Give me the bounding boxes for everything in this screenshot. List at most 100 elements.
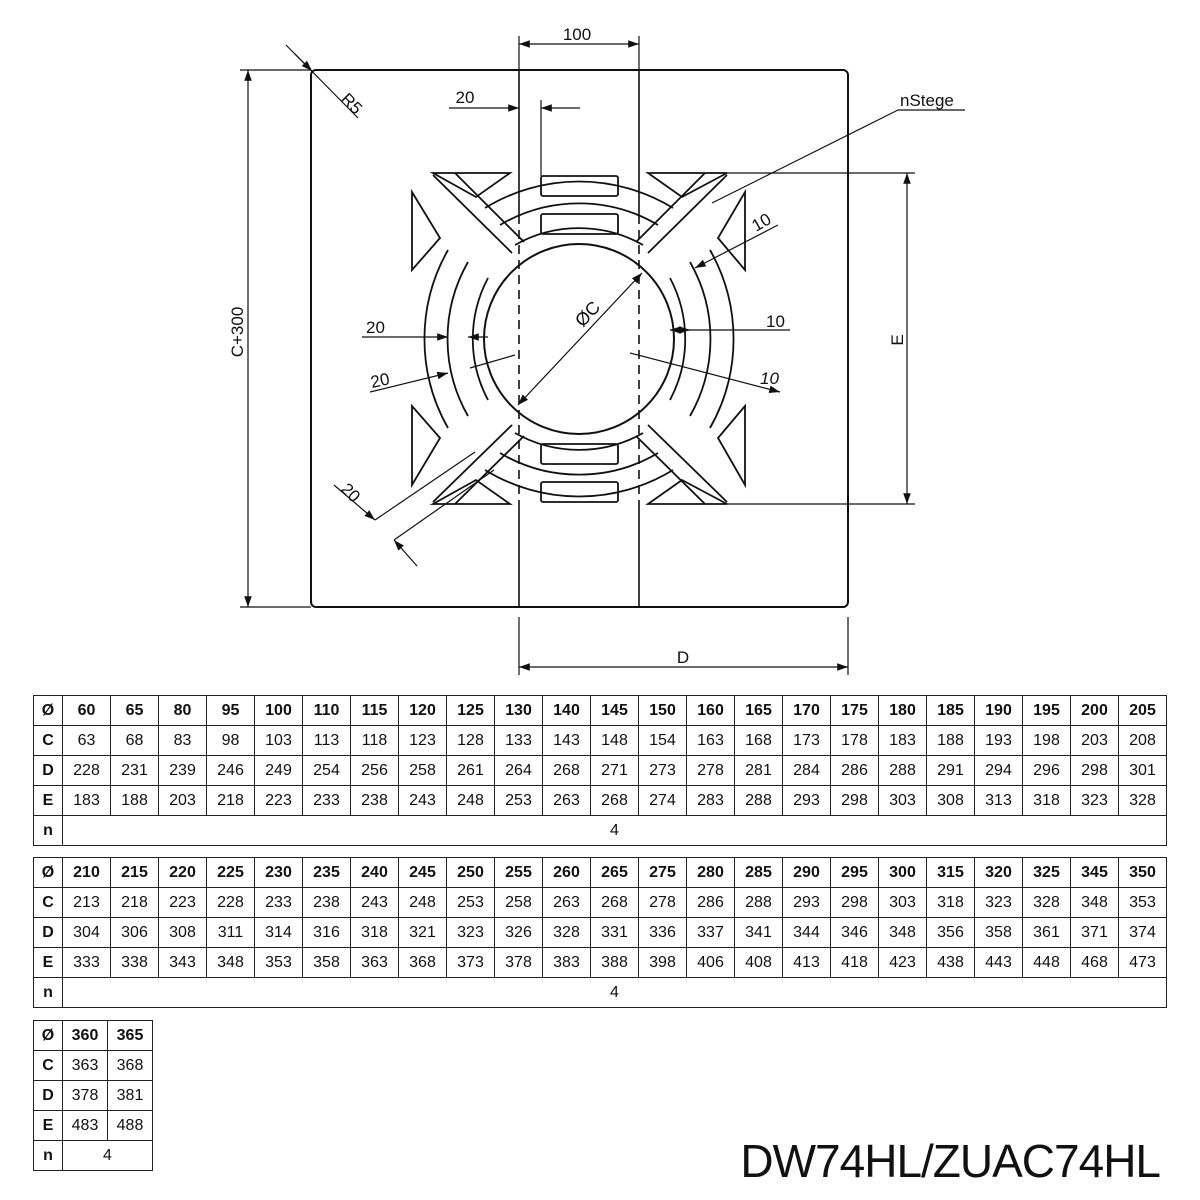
table-cell: 443	[974, 947, 1023, 978]
model-number: DW74HL/ZUAC74HL	[740, 1135, 1161, 1187]
table-cell: 371	[1070, 917, 1119, 948]
row-header: n	[33, 977, 63, 1008]
table-cell: 100	[254, 695, 303, 726]
dim-twenty-b: 20	[369, 369, 391, 392]
table-cell: 368	[107, 1050, 153, 1081]
table-cell: 345	[1070, 857, 1119, 888]
table-cell: 365	[107, 1020, 153, 1051]
table-cell: 258	[398, 755, 447, 786]
table-cell: 248	[446, 785, 495, 816]
table-cell: 285	[734, 857, 783, 888]
dim-diameter: ØC	[571, 297, 604, 330]
table-cell: 228	[206, 887, 255, 918]
table-cell: 288	[734, 887, 783, 918]
dim-ten-a: 10	[749, 210, 775, 236]
table-cell: 110	[302, 695, 351, 726]
table-cell: 308	[158, 917, 207, 948]
dim-twenty-a: 20	[366, 318, 385, 337]
table-cell: 301	[1118, 755, 1167, 786]
table-cell: 218	[110, 887, 159, 918]
table-cell: 120	[398, 695, 447, 726]
table-cell: 374	[1118, 917, 1167, 948]
table-cell: 203	[1070, 725, 1119, 756]
table-cell: 65	[110, 695, 159, 726]
table-cell: 268	[542, 755, 591, 786]
table-cell: 318	[926, 887, 975, 918]
table-cell: 163	[686, 725, 735, 756]
table-cell: 188	[926, 725, 975, 756]
table-cell: 218	[206, 785, 255, 816]
table-cell: 328	[1118, 785, 1167, 816]
table-cell: 304	[62, 917, 111, 948]
table-cell: 133	[494, 725, 543, 756]
table-cell: 358	[302, 947, 351, 978]
table-cell: 238	[302, 887, 351, 918]
table-cell: 4	[62, 815, 1167, 846]
table-cell: 473	[1118, 947, 1167, 978]
table-cell: 249	[254, 755, 303, 786]
table-cell: 261	[446, 755, 495, 786]
table-cell: 125	[446, 695, 495, 726]
table-cell: 408	[734, 947, 783, 978]
table-cell: 281	[734, 755, 783, 786]
table-cell: 256	[350, 755, 399, 786]
table-cell: 293	[782, 887, 831, 918]
table-cell: 103	[254, 725, 303, 756]
table-cell: 168	[734, 725, 783, 756]
row-header: E	[33, 947, 63, 978]
table-cell: 80	[158, 695, 207, 726]
table-cell: 258	[494, 887, 543, 918]
table-cell: 223	[254, 785, 303, 816]
row-header: n	[33, 1140, 63, 1171]
dim-radius: R5	[337, 89, 366, 118]
table-cell: 83	[158, 725, 207, 756]
table-cell: 321	[398, 917, 447, 948]
table-cell: 488	[107, 1110, 153, 1141]
plate-outline	[310, 69, 849, 608]
table-cell: 268	[590, 887, 639, 918]
table-cell: 353	[1118, 887, 1167, 918]
table-cell: 423	[878, 947, 927, 978]
central-hole	[483, 243, 675, 435]
dim-ten-c: 10	[760, 369, 779, 388]
dim-height: C+300	[228, 307, 247, 358]
table-cell: 296	[1022, 755, 1071, 786]
table-cell: 233	[302, 785, 351, 816]
table-cell: 278	[638, 887, 687, 918]
table-cell: 378	[494, 947, 543, 978]
table-cell: 195	[1022, 695, 1071, 726]
table-cell: 331	[590, 917, 639, 948]
dim-e: E	[888, 334, 907, 345]
table-cell: 220	[158, 857, 207, 888]
table-cell: 288	[878, 755, 927, 786]
table-cell: 363	[350, 947, 399, 978]
table-cell: 360	[62, 1020, 108, 1051]
table-cell: 115	[350, 695, 399, 726]
row-header: C	[33, 725, 63, 756]
table-cell: 341	[734, 917, 783, 948]
table-cell: 113	[302, 725, 351, 756]
table-cell: 240	[350, 857, 399, 888]
table-cell: 198	[1022, 725, 1071, 756]
table-cell: 233	[254, 887, 303, 918]
table-cell: 4	[62, 1140, 153, 1171]
table-cell: 323	[1070, 785, 1119, 816]
table-cell: 291	[926, 755, 975, 786]
table-cell: 298	[830, 887, 879, 918]
table-cell: 328	[542, 917, 591, 948]
table-cell: 243	[350, 887, 399, 918]
dim-d: D	[677, 648, 689, 667]
table-cell: 316	[302, 917, 351, 948]
table-cell: 353	[254, 947, 303, 978]
table-cell: 338	[110, 947, 159, 978]
table-cell: 295	[830, 857, 879, 888]
table-cell: 318	[350, 917, 399, 948]
dim-web-width: 20	[456, 88, 475, 107]
